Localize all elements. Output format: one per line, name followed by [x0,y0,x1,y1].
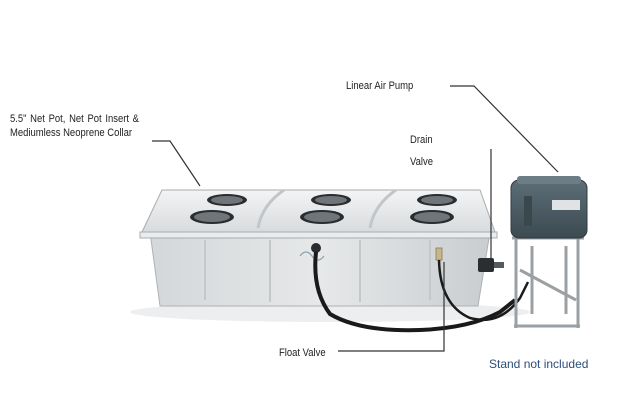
float-valve-leader-line [338,262,445,352]
lid-ridge-left [256,188,285,229]
air-pump-label: Linear Air Pump [346,80,414,92]
net-pot-label: 5.5" Net Pot, Net Pot Insert & Mediumles… [10,113,139,139]
drain-valve-stem [494,262,504,268]
air-hose [437,259,530,321]
net-pot-icon [300,210,344,224]
brand-logo-mark [299,251,325,261]
drain-valve-label-line2: Valve [410,156,433,168]
tub-ribs [204,240,431,302]
net-pot-icon [410,210,454,224]
linear-air-pump [510,176,588,239]
net-pot-icon [190,210,234,224]
float-valve-hose [313,251,517,333]
lid-rim [139,231,498,239]
callout-leader-lines [152,85,559,352]
float-valve-fitting [311,243,321,253]
net-pots [190,194,457,224]
air-pump-leader-line [450,85,559,173]
net-pot-leader-line [152,140,201,187]
drain-valve [478,258,494,272]
air-line-fitting [435,247,443,261]
drain-valve-label-line1: Drain [410,134,433,146]
float-valve-label: Float Valve [279,347,326,359]
net-pot-icon [207,194,247,206]
lid-ridge-right [368,188,397,229]
net-pot-icon [417,194,457,206]
net-pot-icon [311,194,351,206]
stand-note: Stand not included [489,357,589,371]
